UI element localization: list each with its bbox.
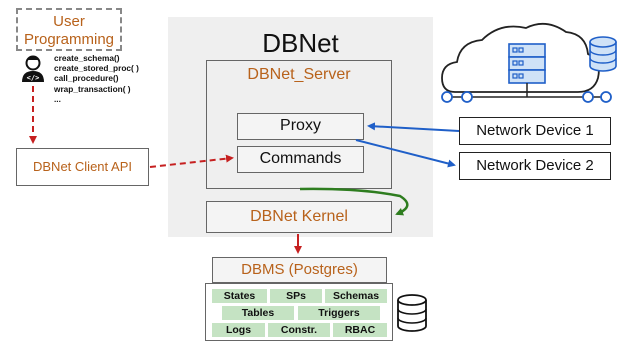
- proxy-box: Proxy: [237, 113, 364, 140]
- server-rack-icon: [508, 43, 546, 97]
- server-to-kernel-arrow: [299, 187, 409, 216]
- device1-to-proxy-arrow: [367, 122, 460, 132]
- user-programming-box: User Programming: [16, 8, 122, 51]
- client-to-commands-arrow: [149, 154, 234, 168]
- proxy-to-device2-arrow: [355, 139, 456, 168]
- user-label-line1: User: [53, 13, 85, 30]
- user-label-line2: Programming: [23, 31, 115, 48]
- dbms-tag: RBAC: [333, 323, 387, 337]
- dbms-tag: Schemas: [325, 289, 387, 303]
- dbms-tag: Logs: [212, 323, 265, 337]
- dbnet-kernel-box: DBNet Kernel: [206, 201, 392, 233]
- network-node-icon: [441, 91, 612, 103]
- api-call-item: call_procedure(): [54, 73, 119, 84]
- network-device-1-box: Network Device 1: [459, 117, 611, 145]
- client-api-box: DBNet Client API: [16, 148, 149, 186]
- svg-text:</>: </>: [27, 74, 40, 82]
- dbms-tag: Triggers: [298, 306, 380, 320]
- api-call-list: create_schema() create_stored_proc( ) ca…: [54, 53, 139, 104]
- programmer-icon: </>: [22, 55, 44, 82]
- api-call-item: wrap_transaction( ): [54, 83, 131, 94]
- dbms-tag: Constr.: [268, 323, 330, 337]
- api-call-item: create_schema(): [54, 53, 120, 63]
- commands-box: Commands: [237, 146, 364, 173]
- database-icon: [397, 294, 427, 332]
- dbnet-title: DBNet: [262, 28, 339, 58]
- dbms-box: DBMS (Postgres): [212, 257, 387, 283]
- dbms-objects-panel: States SPs Schemas Tables Triggers Logs …: [205, 283, 393, 341]
- api-call-item: create_stored_proc( ): [54, 63, 139, 74]
- dbms-tag: Tables: [222, 306, 294, 320]
- api-call-item: ...: [54, 93, 61, 104]
- dbms-tag: States: [212, 289, 267, 303]
- database-icon: [589, 36, 617, 72]
- network-device-2-box: Network Device 2: [459, 152, 611, 180]
- dbms-tag: SPs: [270, 289, 322, 303]
- dbnet-server-label: DBNet_Server: [247, 66, 351, 83]
